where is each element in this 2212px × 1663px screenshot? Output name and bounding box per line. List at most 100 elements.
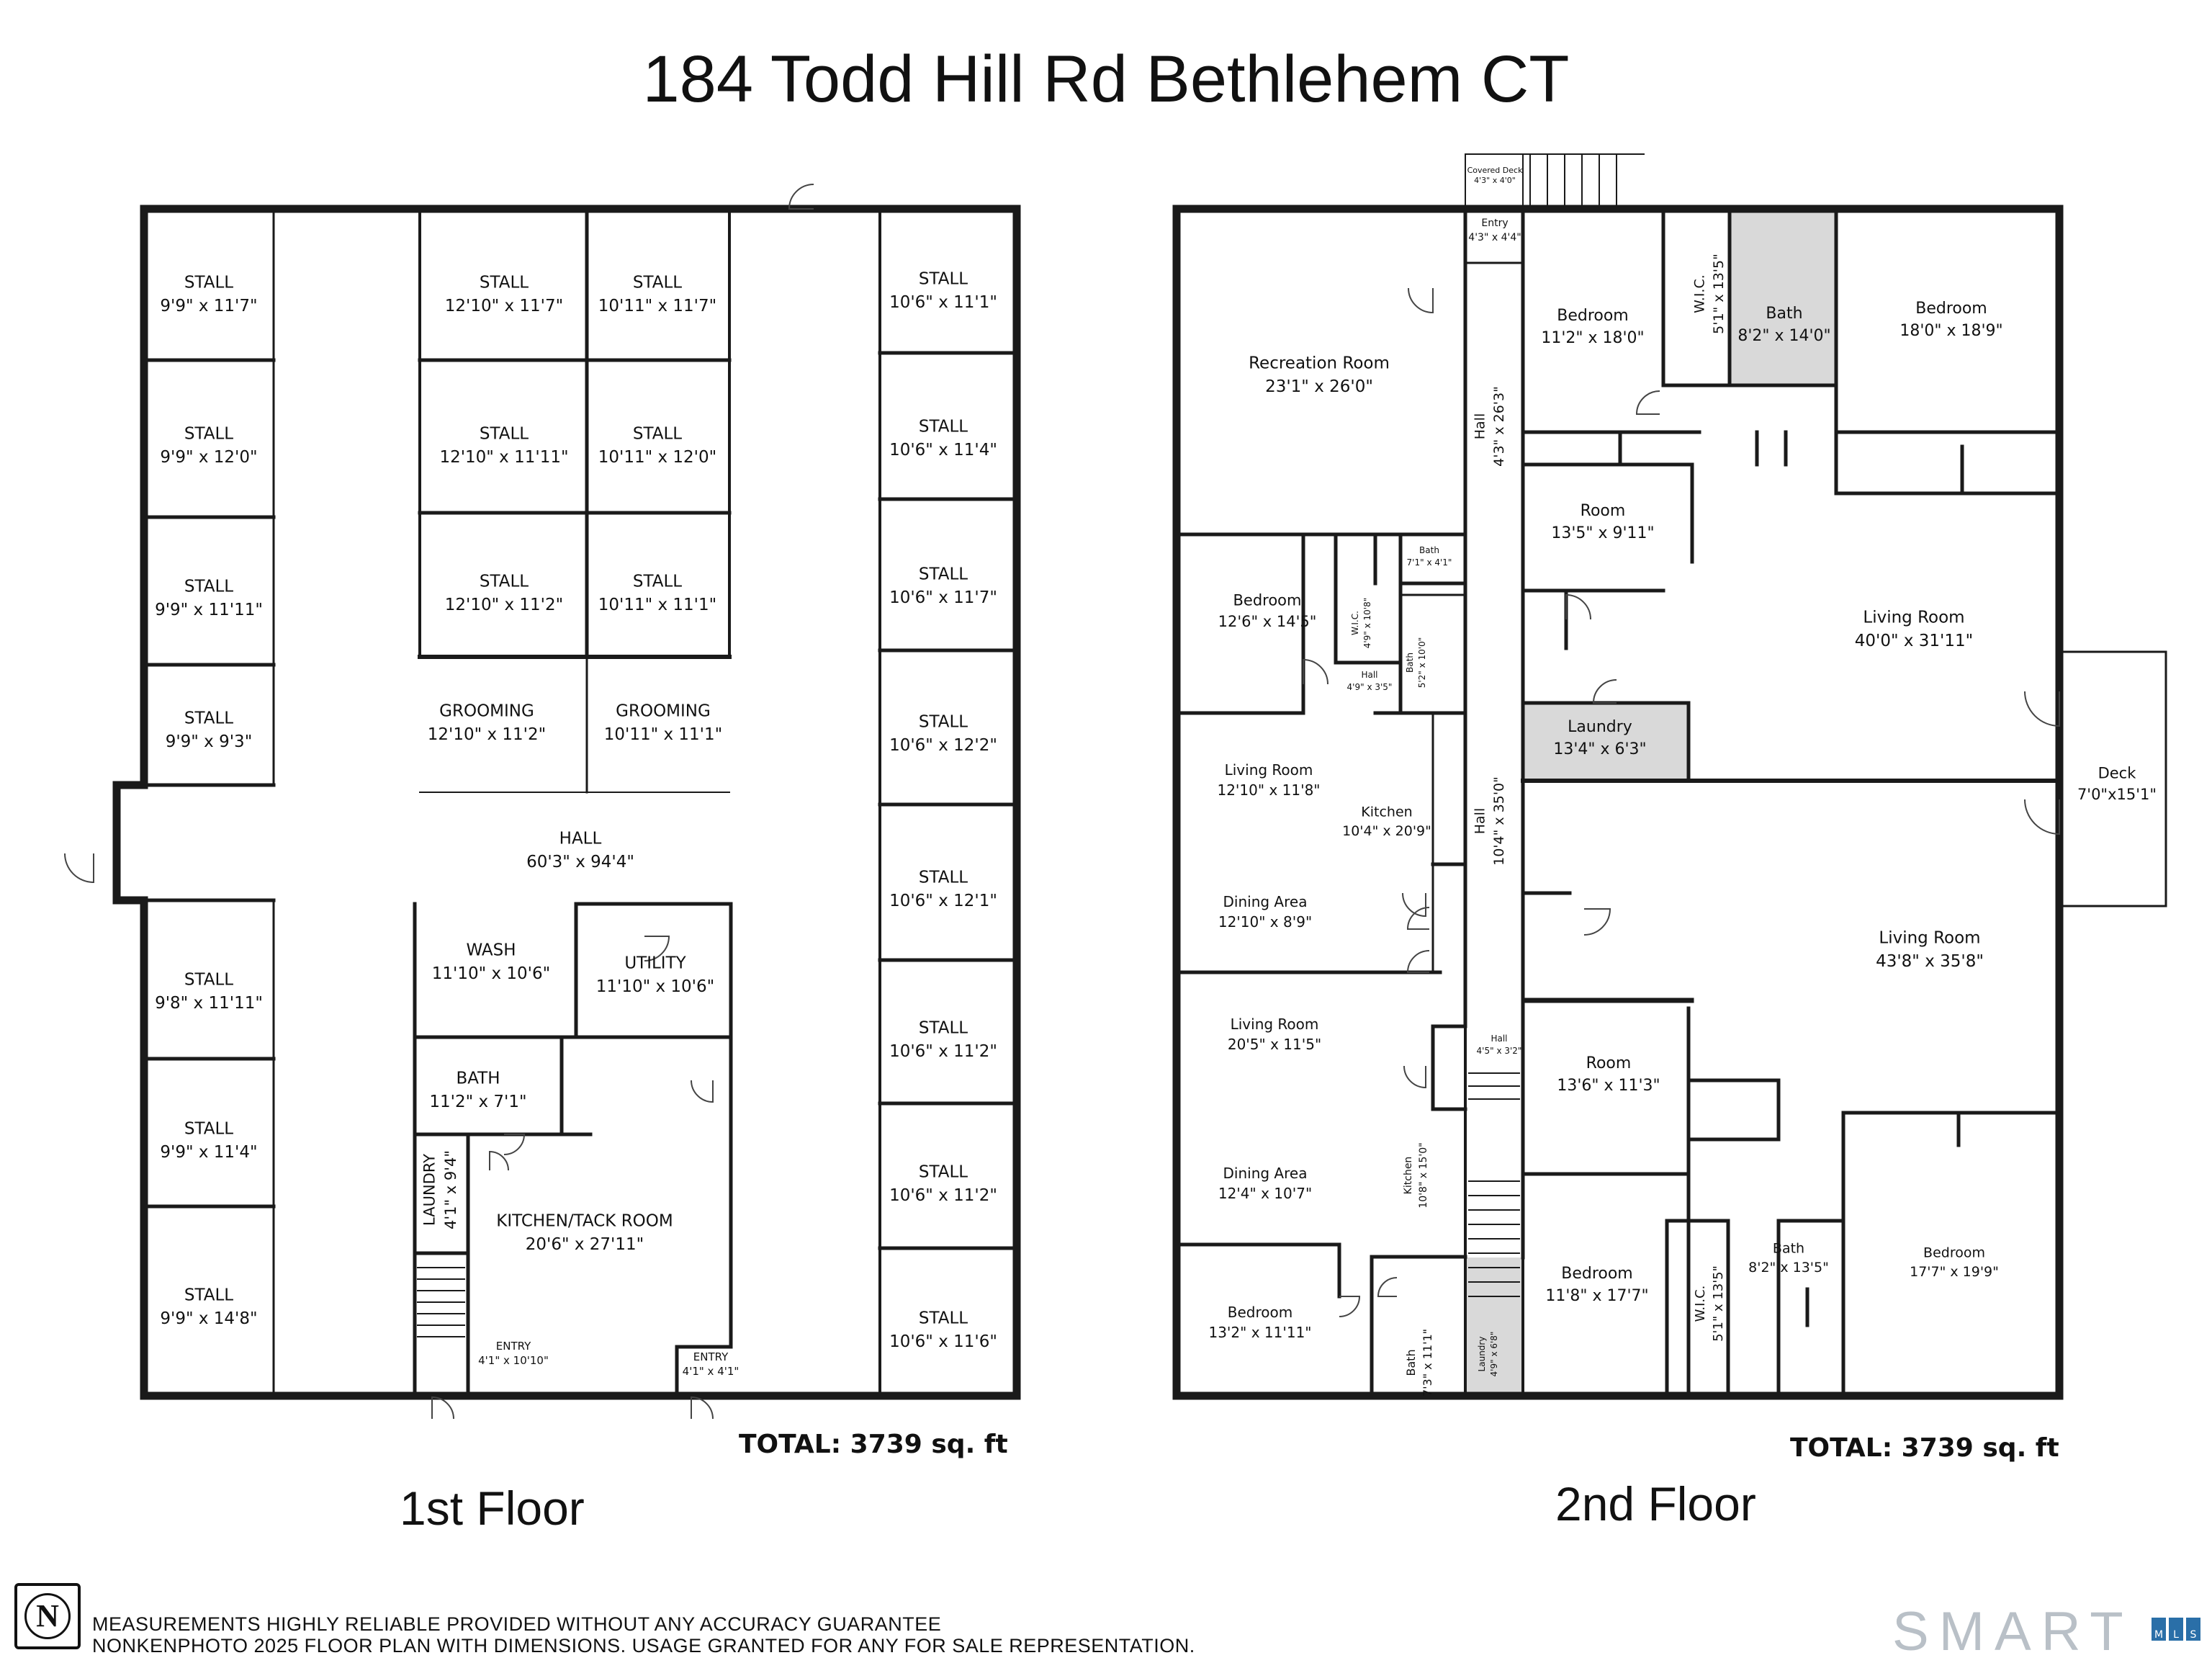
- door-swing: [1592, 679, 1617, 704]
- room-dimensions: 18'0" x 18'9": [1899, 322, 2002, 340]
- room-dimensions: 13'2" x 11'11": [1208, 1324, 1311, 1341]
- room-dimensions: 4'3" x 26'3": [1491, 386, 1507, 467]
- room-name: Bedroom: [1915, 300, 1987, 318]
- room-dimensions: 9'9" x 14'8": [160, 1309, 257, 1328]
- room-dimensions: 43'8" x 35'8": [1876, 952, 1984, 971]
- room-dimensions: 10'11" x 11'1": [598, 596, 716, 614]
- room-name: KITCHEN/TACK ROOM: [496, 1212, 673, 1231]
- door-swing: [431, 1396, 454, 1420]
- room-name: STALL: [480, 425, 529, 444]
- page-title: 184 Todd Hill Rd Bethlehem CT: [642, 42, 1570, 116]
- room-name: Laundry: [1568, 718, 1632, 736]
- gray-room-fill: [1465, 1258, 1524, 1396]
- room-dimensions: 4'9" x 6'8": [1489, 1332, 1499, 1377]
- room-dimensions: 7'1" x 4'1": [1407, 557, 1452, 568]
- mls-bar-l: L: [2169, 1612, 2183, 1641]
- room-name: BATH: [456, 1070, 500, 1088]
- room-name: STALL: [919, 270, 968, 289]
- door-swing: [1402, 892, 1426, 918]
- room-name: Dining Area: [1223, 893, 1308, 910]
- door-swing: [2024, 799, 2060, 835]
- room-name: W.I.C.: [1693, 1286, 1708, 1322]
- door-swing: [1408, 287, 1434, 314]
- room-name: ENTRY: [693, 1350, 729, 1363]
- room-dimensions: 8'2" x 14'0": [1737, 327, 1830, 345]
- room-name: Kitchen: [1361, 804, 1412, 820]
- room-dimensions: 5'1" x 13'5": [1711, 1265, 1726, 1342]
- room-dimensions: 10'6" x 11'7": [889, 588, 997, 607]
- floor-2-total: TOTAL: 3739 sq. ft: [1790, 1433, 2059, 1463]
- room-name: Room: [1581, 502, 1626, 520]
- room-dimensions: 12'6" x 14'5": [1218, 613, 1317, 630]
- room-dimensions: 8'2" x 13'5": [1748, 1260, 1829, 1276]
- room-dimensions: 4'1" x 9'4": [442, 1150, 459, 1229]
- room-dimensions: 17'7" x 19'9": [1910, 1264, 1999, 1280]
- footer-line-1: MEASUREMENTS HIGHLY RELIABLE PROVIDED WI…: [92, 1613, 942, 1635]
- room-name: GROOMING: [616, 702, 711, 721]
- room-dimensions: 10'11" x 11'7": [598, 297, 716, 315]
- room-name: Room: [1586, 1054, 1632, 1072]
- room-name: STALL: [184, 1120, 233, 1139]
- room-dimensions: 60'3" x 94'4": [526, 853, 634, 871]
- door-swing: [644, 936, 670, 962]
- room-dimensions: 10'6" x 11'2": [889, 1186, 997, 1205]
- door-swing: [64, 853, 94, 884]
- room-name: STALL: [919, 418, 968, 436]
- room-name: Living Room: [1225, 761, 1313, 779]
- room-name: STALL: [184, 971, 233, 990]
- room-dimensions: 10'6" x 12'1": [889, 892, 997, 910]
- mls-bar-m: M: [2152, 1612, 2166, 1641]
- room-dimensions: 20'6" x 27'11": [526, 1235, 644, 1254]
- room-dimensions: 4'3" x 4'4": [1468, 232, 1521, 243]
- floor-2-label: 2nd Floor: [1555, 1477, 1756, 1530]
- door-swing: [1403, 1065, 1426, 1089]
- room-label: KITCHEN/TACK ROOM 20'6" x 27'11": [496, 1212, 673, 1254]
- room-label: W.I.C.5'1" x 13'5": [1691, 254, 1727, 334]
- room-label: W.I.C.4'9" x 10'8": [1350, 598, 1372, 649]
- mls-bar-s: S: [2186, 1612, 2200, 1641]
- room-dimensions: 10'4" x 35'0": [1491, 776, 1507, 866]
- room-name: Recreation Room: [1249, 354, 1390, 373]
- floor-1-label: 1st Floor: [400, 1482, 585, 1535]
- room-name: Deck: [2098, 765, 2137, 782]
- svg-text:L: L: [2173, 1629, 2179, 1641]
- room-name: Bedroom: [1561, 1265, 1633, 1283]
- door-swing: [1583, 908, 1611, 936]
- logo-letter: N: [24, 1593, 71, 1639]
- room-dimensions: 5'1" x 13'5": [1711, 254, 1727, 334]
- footer-line-2: NONKENPHOTO 2025 FLOOR PLAN WITH DIMENSI…: [92, 1635, 1195, 1657]
- room-name: STALL: [919, 713, 968, 732]
- room-dimensions: 40'0" x 31'11": [1855, 632, 1973, 650]
- room-dimensions: 9'9" x 11'11": [155, 601, 263, 619]
